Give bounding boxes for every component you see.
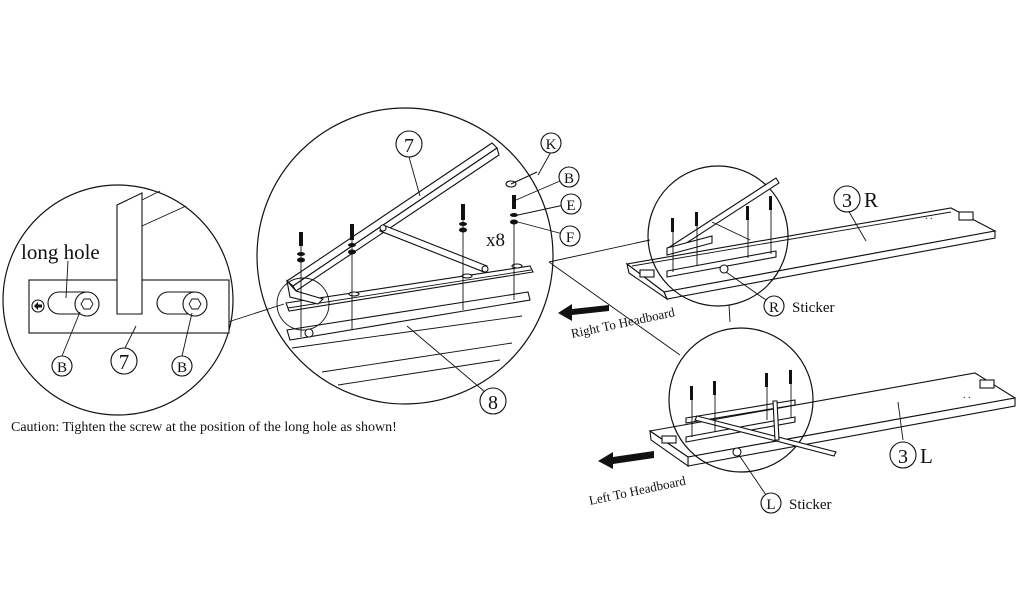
callout-part-7: 7 [119, 350, 130, 374]
detail-circle-long-hole: long hole B 7 B [2, 184, 234, 416]
callout-part-8: 8 [488, 392, 498, 414]
connector-lines [227, 239, 731, 356]
svg-text:. .: . . [963, 390, 971, 401]
svg-text:. .: . . [925, 211, 933, 222]
bolt-b-icon [74, 291, 100, 317]
direction-arrow-icon [31, 299, 45, 313]
bolt-stack-icon [348, 224, 356, 330]
left-to-headboard: Left To Headboard [588, 451, 688, 508]
sticker-l-label: Sticker [789, 497, 832, 513]
sticker-r-letter: R [769, 300, 779, 316]
bolt-b-icon [182, 291, 208, 317]
right-to-headboard: Right To Headboard [558, 304, 677, 341]
left-to-headboard-label: Left To Headboard [588, 473, 688, 508]
detail-circle-3l: L Sticker [668, 327, 837, 514]
rail-3l: . . 3 L [648, 372, 1017, 469]
arrow-left-icon [558, 304, 609, 321]
detail-circle-bracket-assembly: x8 7 8 K B E F [256, 107, 582, 415]
rail-3r: . . 3 R [625, 185, 997, 301]
bolt-stack-icon [505, 171, 538, 300]
rail-3l-side: L [920, 444, 933, 468]
callout-hardware-k: K [546, 137, 557, 153]
detail-circle-3r: R Sticker [647, 165, 835, 317]
long-hole-label: long hole [21, 240, 100, 264]
bolt-stack-icon [459, 204, 467, 310]
rail-3l-part-number: 3 [898, 446, 908, 468]
quantity-label: x8 [486, 230, 505, 251]
sticker-r-label: Sticker [792, 300, 835, 316]
callout-b-right: B [177, 360, 187, 376]
callout-part-7: 7 [404, 135, 414, 157]
arrow-left-icon [598, 451, 654, 469]
rail-3r-part-number: 3 [842, 190, 852, 212]
callout-b-left: B [57, 360, 67, 376]
caution-note: Caution: Tighten the screw at the positi… [11, 420, 397, 435]
callout-hardware-f: F [566, 230, 574, 246]
sticker-l-letter: L [766, 497, 775, 513]
callout-hardware-b: B [564, 171, 574, 187]
callout-hardware-e: E [566, 198, 575, 214]
rail-3r-side: R [864, 188, 878, 212]
bolt-stack-icon [297, 232, 305, 337]
